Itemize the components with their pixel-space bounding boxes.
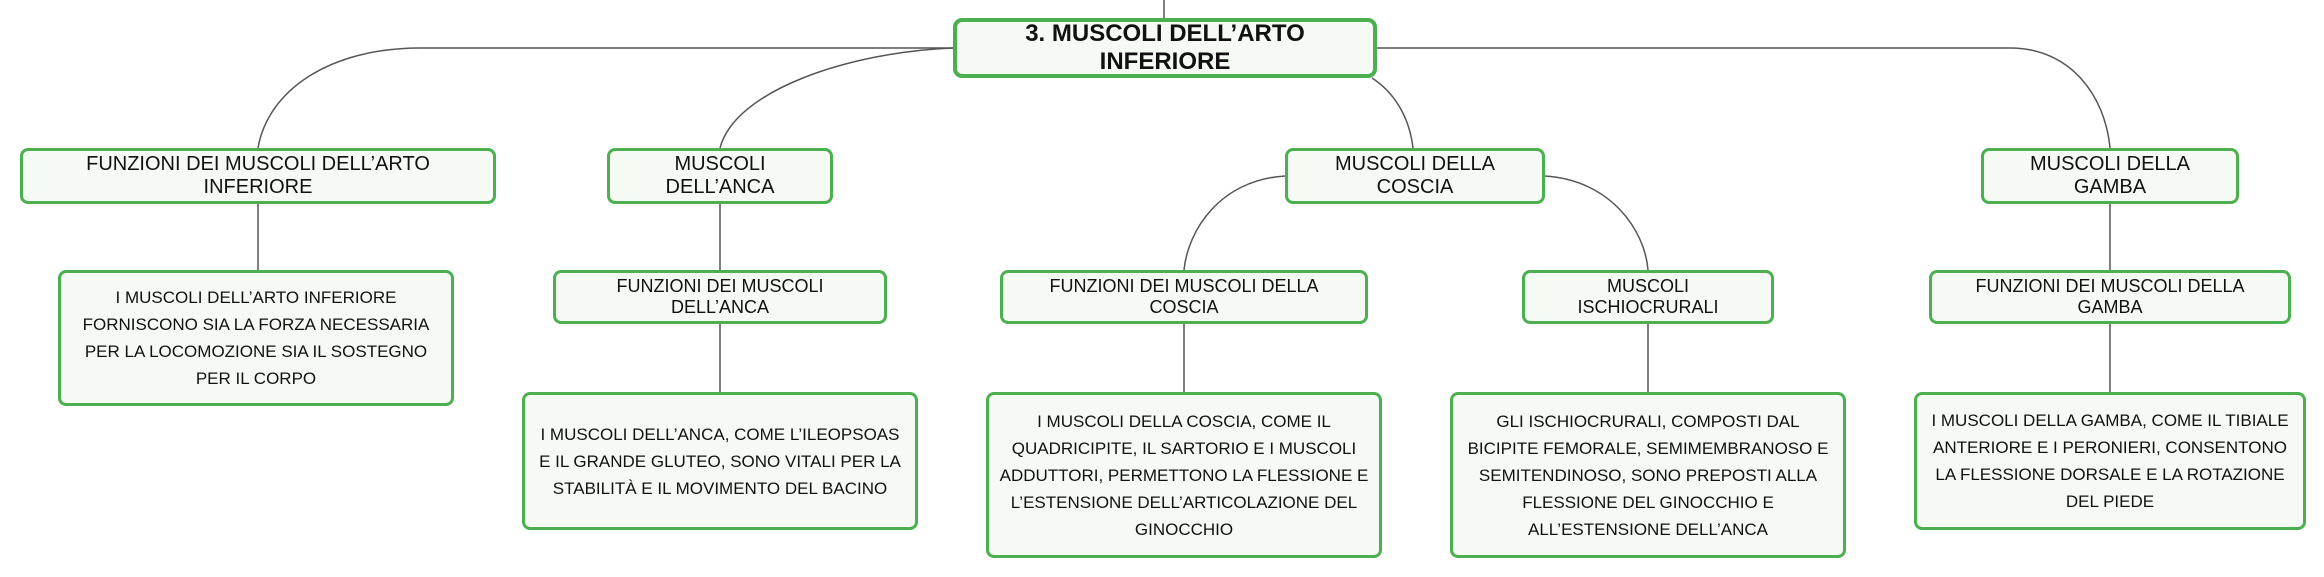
node-desc-arto-inferiore[interactable]: I MUSCOLI DELL’ARTO INFERIORE FORNISCONO… (58, 270, 454, 406)
node-funzioni-coscia[interactable]: FUNZIONI DEI MUSCOLI DELLA COSCIA (1000, 270, 1368, 324)
node-desc-coscia[interactable]: I MUSCOLI DELLA COSCIA, COME IL QUADRICI… (986, 392, 1382, 558)
connector-root-to-funzioni (257, 47, 953, 149)
node-label: MUSCOLI DELL’ANCA (665, 153, 775, 198)
node-description: I MUSCOLI DELLA GAMBA, COME IL TIBIALE A… (1931, 411, 2289, 511)
node-label: MUSCOLI DELLA COSCIA (1334, 153, 1496, 198)
node-muscoli-ischiocrurali[interactable]: MUSCOLI ISCHIOCRURALI (1522, 270, 1774, 324)
connector-root-to-coscia (1371, 77, 1414, 149)
node-label: MUSCOLI ISCHIOCRURALI (1577, 276, 1719, 317)
node-label: FUNZIONI DEI MUSCOLI DELL’ARTO INFERIORE (86, 153, 430, 198)
node-description: I MUSCOLI DELL’ANCA, COME L’ILEOPSOAS E … (539, 424, 901, 498)
connector-coscia-to-ischio (1544, 175, 1649, 271)
node-muscoli-gamba[interactable]: MUSCOLI DELLA GAMBA (1981, 148, 2239, 204)
node-muscoli-anca[interactable]: MUSCOLI DELL’ANCA (607, 148, 833, 204)
node-label: MUSCOLI DELLA GAMBA (2029, 153, 2191, 198)
node-label: FUNZIONI DEI MUSCOLI DELL’ANCA (616, 276, 824, 317)
node-muscoli-coscia[interactable]: MUSCOLI DELLA COSCIA (1285, 148, 1545, 204)
root-node[interactable]: 3. MUSCOLI DELL’ARTO INFERIORE (953, 18, 1377, 78)
connector-root-to-gamba (1377, 47, 2111, 149)
node-desc-ischiocrurali[interactable]: GLI ISCHIOCRURALI, COMPOSTI DAL BICIPITE… (1450, 392, 1846, 558)
node-desc-anca[interactable]: I MUSCOLI DELL’ANCA, COME L’ILEOPSOAS E … (522, 392, 918, 530)
node-label: FUNZIONI DEI MUSCOLI DELLA COSCIA (1049, 276, 1319, 317)
connector-root-to-anca (719, 47, 954, 149)
node-funzioni-arto-inferiore[interactable]: FUNZIONI DEI MUSCOLI DELL’ARTO INFERIORE (20, 148, 496, 204)
node-description: GLI ISCHIOCRURALI, COMPOSTI DAL BICIPITE… (1467, 411, 1829, 539)
connector-coscia-to-funzioni (1183, 175, 1286, 271)
node-funzioni-gamba[interactable]: FUNZIONI DEI MUSCOLI DELLA GAMBA (1929, 270, 2291, 324)
node-funzioni-anca[interactable]: FUNZIONI DEI MUSCOLI DELL’ANCA (553, 270, 887, 324)
node-description: I MUSCOLI DELL’ARTO INFERIORE FORNISCONO… (82, 288, 430, 388)
node-desc-gamba[interactable]: I MUSCOLI DELLA GAMBA, COME IL TIBIALE A… (1914, 392, 2306, 530)
node-label: FUNZIONI DEI MUSCOLI DELLA GAMBA (1975, 276, 2245, 317)
root-label: 3. MUSCOLI DELL’ARTO INFERIORE (1025, 20, 1305, 75)
node-description: I MUSCOLI DELLA COSCIA, COME IL QUADRICI… (999, 411, 1369, 539)
